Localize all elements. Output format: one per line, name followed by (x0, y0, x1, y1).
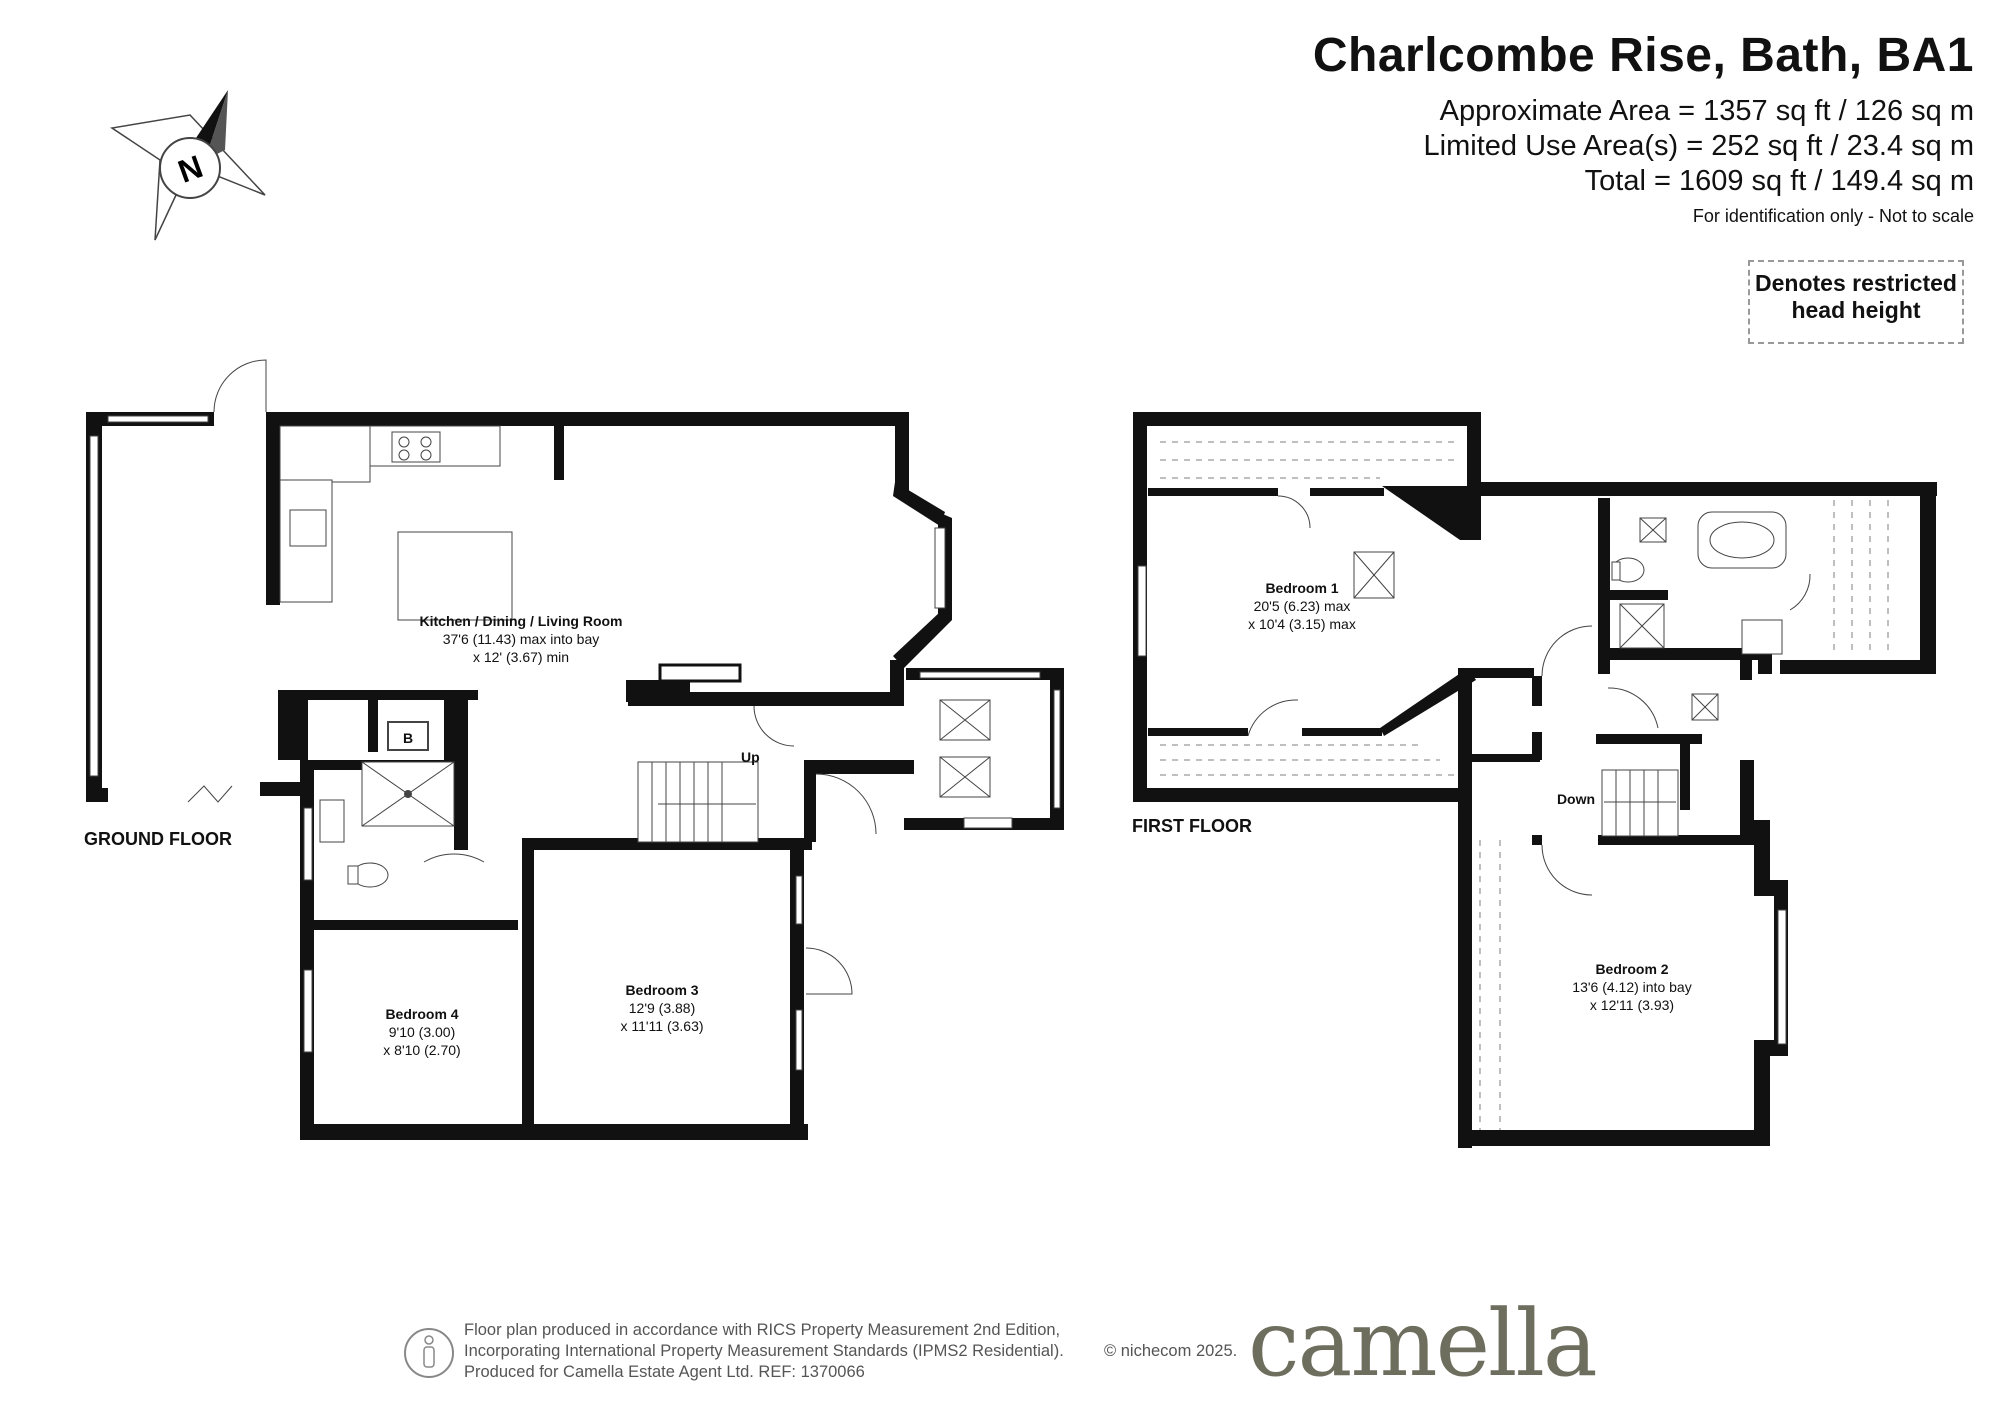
ground-floor-plan: B Up (86, 359, 1064, 1140)
brand-logo: camella (1248, 1290, 1598, 1397)
kitchen-dim-2: x 12' (3.67) min (473, 649, 569, 665)
bedroom1-dim-2: x 10'4 (3.15) max (1248, 616, 1356, 632)
legend-line-1: Denotes restricted (1755, 270, 1957, 296)
legend-line-2: head height (1791, 297, 1921, 323)
first-floor-label: FIRST FLOOR (1132, 816, 1252, 836)
bedroom3-name: Bedroom 3 (625, 982, 698, 998)
boiler-label: B (403, 730, 413, 746)
bedroom2-name: Bedroom 2 (1595, 961, 1668, 977)
person-info-icon (404, 1328, 454, 1378)
bedroom4-name: Bedroom 4 (385, 1006, 458, 1022)
bedroom3-dim-2: x 11'11 (3.63) (620, 1018, 703, 1034)
bedroom2-dim-1: 13'6 (4.12) into bay (1572, 979, 1691, 995)
stairs-up-label: Up (741, 749, 760, 765)
scale-note: For identification only - Not to scale (1692, 206, 1974, 226)
first-floor-plan (1133, 412, 1937, 1148)
bedroom3-dim-1: 12'9 (3.88) (629, 1000, 696, 1016)
approximate-area: Approximate Area = 1357 sq ft / 126 sq m (1439, 95, 1974, 127)
bedroom4-dim-2: x 8'10 (2.70) (383, 1042, 460, 1058)
compass-icon: N (110, 90, 266, 241)
stairs-down-label: Down (1557, 791, 1595, 807)
bedroom4-dim-1: 9'10 (3.00) (389, 1024, 456, 1040)
property-title: Charlcombe Rise, Bath, BA1 (1312, 29, 1974, 82)
kitchen-name: Kitchen / Dining / Living Room (420, 613, 623, 629)
footer-line-3: Produced for Camella Estate Agent Ltd. R… (464, 1363, 865, 1381)
bedroom2-dim-2: x 12'11 (3.93) (1590, 997, 1674, 1013)
limited-use-area: Limited Use Area(s) = 252 sq ft / 23.4 s… (1423, 130, 1974, 162)
kitchen-dim-1: 37'6 (11.43) max into bay (443, 631, 600, 647)
copyright: © nichecom 2025. (1104, 1342, 1238, 1360)
bedroom1-name: Bedroom 1 (1265, 580, 1338, 596)
bedroom1-dim-1: 20'5 (6.23) max (1254, 598, 1351, 614)
total-area: Total = 1609 sq ft / 149.4 sq m (1584, 165, 1974, 197)
footer-line-2: Incorporating International Property Mea… (464, 1342, 1064, 1360)
footer-line-1: Floor plan produced in accordance with R… (464, 1321, 1061, 1339)
restricted-height-legend: Denotes restricted head height (1748, 260, 1964, 344)
ground-floor-label: GROUND FLOOR (84, 829, 232, 849)
